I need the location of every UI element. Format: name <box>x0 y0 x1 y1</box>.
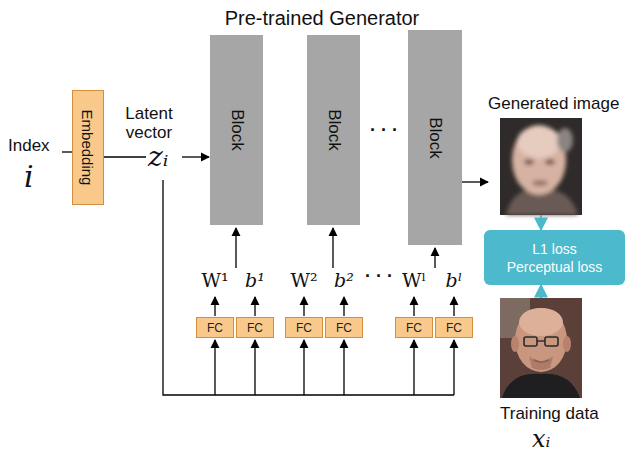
fc-box: FC <box>285 317 323 338</box>
node-text: Block <box>323 109 343 151</box>
picture-space <box>496 298 636 404</box>
diagram-label: Wˡ <box>402 268 426 292</box>
node-text: xᵢ <box>496 424 636 454</box>
index-to-embedding-line <box>62 151 72 152</box>
diagram-label: Latent vector <box>117 104 181 142</box>
training-face-picture <box>500 298 582 398</box>
diagram-label: W² <box>290 268 317 292</box>
embedding-to-latent-line <box>104 156 146 157</box>
generator-block: Block <box>307 35 360 225</box>
fc-box: FC <box>435 317 473 338</box>
node-text: FC <box>336 321 352 335</box>
node-text: Training data <box>496 404 636 424</box>
diagram-title: Pre-trained Generator <box>225 6 420 30</box>
diagram-label: b¹ <box>245 268 265 292</box>
flow-arrow <box>540 215 542 230</box>
fc-to-weight-arrows <box>215 297 454 316</box>
node-text: Embedding <box>80 110 97 186</box>
generated-image-panel: Generated image <box>488 94 638 215</box>
diagram-label: bˡ <box>446 268 463 292</box>
diagram-label: zᵢ <box>148 140 168 174</box>
flow-arrow <box>462 181 488 182</box>
node-text: Block <box>226 109 246 151</box>
diagram-label: i <box>24 160 34 194</box>
generator-block: Block <box>408 30 462 245</box>
node-text: Generated image <box>488 94 638 114</box>
training-image-panel: Training dataxᵢ <box>496 298 636 454</box>
diagram-label: · · · <box>370 120 398 140</box>
node-text: FC <box>446 321 462 335</box>
node-text: FC <box>207 321 223 335</box>
fc-box: FC <box>395 317 433 338</box>
generator-block: Block <box>210 35 263 225</box>
fc-box: FC <box>196 317 234 338</box>
latent-to-block-arrow <box>182 156 209 157</box>
embedding-box: Embedding <box>72 90 104 205</box>
fc-box: FC <box>325 317 363 338</box>
diagram-label: W¹ <box>201 268 228 292</box>
flow-arrow <box>540 285 542 298</box>
diagram-label: b² <box>334 268 354 292</box>
picture-space <box>488 114 638 215</box>
node-text: Block <box>425 117 445 159</box>
diagram-label: Index <box>8 136 50 155</box>
node-text: L1 loss Perceptual loss <box>499 240 611 276</box>
diagram-label: · · · <box>365 266 393 286</box>
generated-face-picture <box>500 118 582 215</box>
fc-box: FC <box>236 317 274 338</box>
weight-to-block-arrows <box>236 228 435 268</box>
node-text: FC <box>296 321 312 335</box>
node-text: FC <box>247 321 263 335</box>
node-text: FC <box>406 321 422 335</box>
loss-box: L1 loss Perceptual loss <box>484 230 625 285</box>
